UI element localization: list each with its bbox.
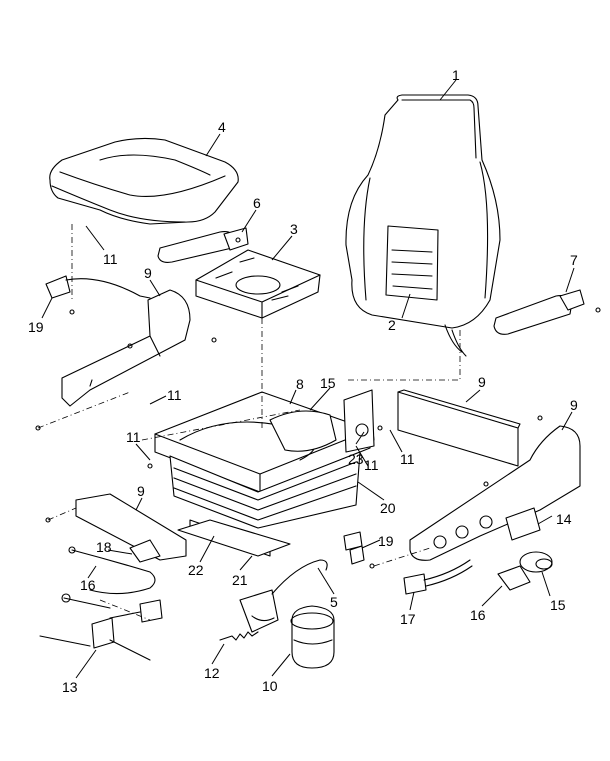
callout-11-bracket: 11	[364, 457, 379, 473]
control-knob-right	[519, 551, 553, 573]
callout-7: 7	[570, 252, 578, 268]
callout-19-center: 19	[378, 533, 394, 549]
callout-16-left: 16	[80, 577, 96, 593]
callout-19-left: 19	[28, 319, 44, 335]
release-handle	[129, 539, 161, 563]
callout-11-panel: 11	[167, 387, 182, 403]
callout-2: 2	[388, 317, 396, 333]
rear-panel	[397, 389, 521, 467]
callout-14: 14	[556, 511, 572, 527]
latch-left	[45, 275, 151, 299]
callout-12: 12	[204, 665, 220, 681]
bracket-right	[497, 565, 531, 591]
callout-6: 6	[253, 195, 261, 211]
alignment-lines	[37, 224, 461, 621]
callout-5: 5	[330, 594, 338, 610]
callout-15-right: 15	[550, 597, 566, 613]
side-panel-lower-left	[75, 493, 187, 561]
callout-10: 10	[262, 678, 278, 694]
screws	[35, 307, 601, 569]
callout-9-upper-left: 9	[144, 265, 152, 281]
latch-clips-center	[343, 531, 365, 565]
callout-15-center: 15	[320, 375, 336, 391]
callout-17: 17	[400, 611, 416, 627]
wiring-harness	[403, 559, 473, 595]
callout-23: 23	[348, 451, 364, 467]
armrest-left	[157, 227, 249, 263]
callout-9-lower-left: 9	[137, 483, 145, 499]
seat-cushion	[49, 137, 239, 225]
tension-spring	[219, 631, 259, 641]
armrest-right	[493, 289, 585, 335]
callout-11-rear: 11	[400, 451, 415, 467]
leader-lines	[41, 79, 575, 679]
suspension-base	[154, 391, 371, 529]
callout-22: 22	[188, 562, 204, 578]
seat-back	[345, 94, 501, 357]
callout-3: 3	[290, 221, 298, 237]
switch-block	[505, 507, 541, 541]
callout-11-cushion: 11	[103, 251, 118, 267]
cable-left	[68, 546, 156, 595]
callout-21: 21	[232, 572, 248, 588]
control-valve	[239, 559, 328, 633]
callout-9-rear: 9	[478, 374, 486, 390]
callout-8: 8	[296, 376, 304, 392]
callout-11-base: 11	[126, 429, 141, 445]
callout-13: 13	[62, 679, 78, 695]
callout-1: 1	[452, 67, 460, 83]
callout-20: 20	[380, 500, 396, 516]
air-spring	[290, 605, 335, 669]
callout-4: 4	[218, 119, 226, 135]
shock-absorber	[39, 593, 163, 661]
swivel-plate	[195, 249, 321, 319]
callout-16-right: 16	[470, 607, 486, 623]
side-panel-upper-left	[61, 289, 191, 407]
side-panel-right	[409, 425, 581, 561]
callout-18: 18	[96, 539, 112, 555]
slide-rails	[177, 519, 291, 557]
lever-bracket	[343, 389, 375, 453]
callout-9-right: 9	[570, 397, 578, 413]
